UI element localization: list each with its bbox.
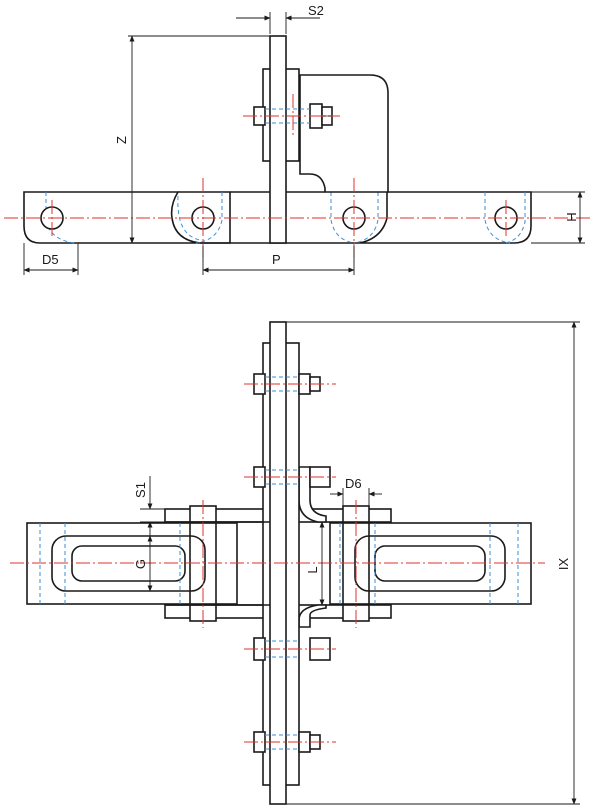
side-view: S2 Z H D5 P xyxy=(4,3,592,275)
plan-dimensions xyxy=(140,321,580,805)
top-view: S1 D6 G L IX xyxy=(10,321,580,805)
label-d5: D5 xyxy=(42,252,59,267)
label-g: G xyxy=(133,559,148,569)
label-d6: D6 xyxy=(345,476,362,491)
plan-centerlines xyxy=(10,383,545,743)
bent-bracket xyxy=(299,74,389,193)
label-l: L xyxy=(305,566,320,573)
label-p: P xyxy=(272,252,281,267)
label-z: Z xyxy=(114,136,129,144)
bracket-plan xyxy=(298,466,327,523)
label-h: H xyxy=(564,212,579,221)
side-dimensions xyxy=(23,12,585,275)
flight-bar xyxy=(269,35,287,244)
side-hidden-lines xyxy=(45,102,526,244)
label-ix: IX xyxy=(556,558,571,571)
label-s1: S1 xyxy=(133,482,148,498)
label-s2: S2 xyxy=(308,3,324,18)
